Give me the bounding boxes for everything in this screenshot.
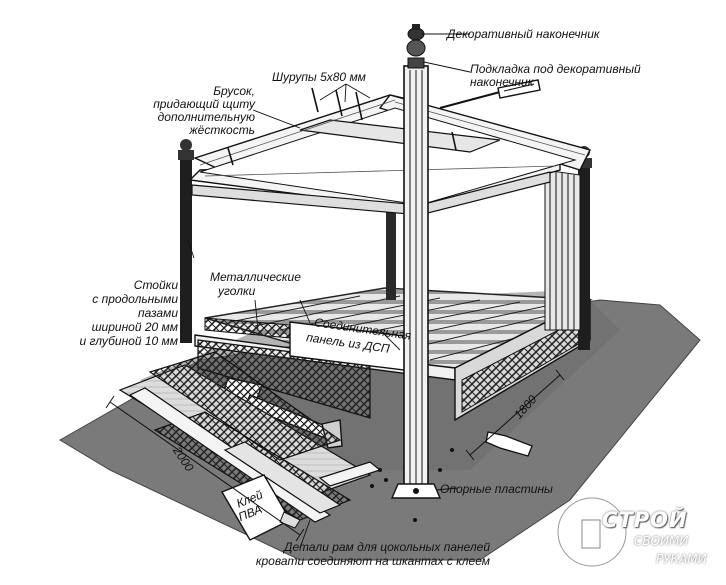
dowels <box>370 448 454 522</box>
watermark: СТРОЙ СВОИМИ РУКАМИ <box>552 500 722 580</box>
label-bar-line4: жёсткость <box>189 123 255 137</box>
label-bar-line1: Брусок, <box>213 84 255 98</box>
label-frame-parts-line1: Детали рам для цокольных панелей <box>284 540 490 554</box>
label-finial-pad-line1: Подкладка под декоративный <box>470 62 641 76</box>
label-posts-line5: и глубиной 10 мм <box>79 334 178 348</box>
dimension-line-2000 <box>105 395 305 542</box>
label-posts-line1: Стойки <box>133 278 178 292</box>
label-posts-line2: с продольными <box>92 292 178 306</box>
label-support-plates: Опорные пластины <box>440 482 553 496</box>
chisel <box>485 431 533 457</box>
watermark-line3: РУКАМИ <box>656 552 707 566</box>
label-posts-line3: пазами <box>137 306 178 320</box>
floor-lattice-panels <box>118 351 382 523</box>
watermark-logo <box>555 495 629 569</box>
screwdriver <box>439 79 541 109</box>
label-bar-line2: придающий щиту <box>153 97 255 111</box>
label-metal-corners-line1: Металлические <box>210 270 301 284</box>
right-side-grooved-panel <box>544 169 581 331</box>
dimension-line-1800 <box>465 369 565 461</box>
front-corner-post <box>403 65 429 487</box>
label-decorative-finial: Декоративный наконечник <box>447 27 600 41</box>
leader-lines <box>187 33 471 549</box>
label-posts-line4: шириной 20 мм <box>91 320 178 334</box>
decorative-finial <box>406 24 426 69</box>
label-screws: Шурупы 5х80 мм <box>272 70 366 84</box>
label-metal-corners-line2: уголки <box>218 284 256 298</box>
label-bar-line3: дополнительную <box>157 110 255 124</box>
screws-top <box>227 87 457 166</box>
watermark-line1: СТРОЙ <box>602 508 688 532</box>
label-frame-parts-line2: кровати соединяют на шкантах с клеем <box>255 554 490 568</box>
label-finial-pad-line2: наконечник <box>470 75 534 89</box>
back-left-post <box>178 139 194 343</box>
support-plate <box>390 483 442 499</box>
back-middle-post <box>386 190 396 300</box>
watermark-line2: СВОИМИ <box>634 534 689 548</box>
